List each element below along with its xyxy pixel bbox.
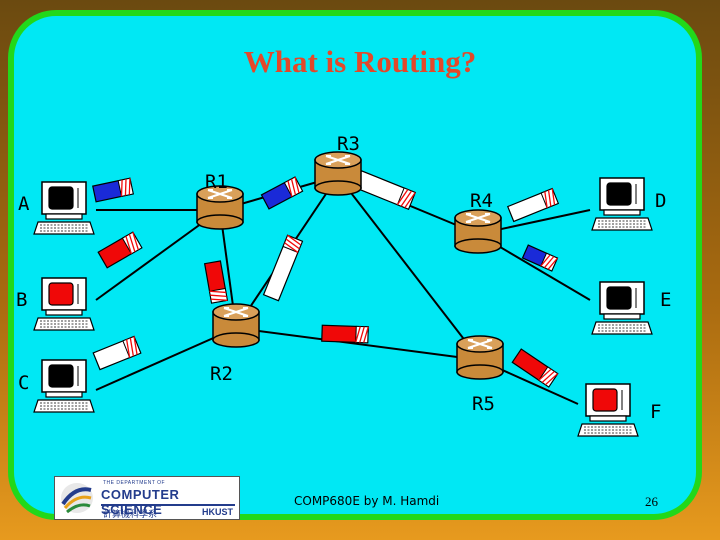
host-label-d: D xyxy=(655,190,666,212)
logo-line3: 計算機科學系 xyxy=(103,509,158,519)
page-number: 26 xyxy=(645,494,658,509)
packet-blue xyxy=(92,177,134,203)
hosts: A B C D E F xyxy=(16,177,671,437)
host-c xyxy=(33,359,95,413)
host-f xyxy=(577,383,639,437)
slide-footer: COMP680E by M. Hamdi xyxy=(294,494,440,508)
host-label-c: C xyxy=(18,372,29,394)
router-label-r4: R4 xyxy=(470,190,493,212)
router-label-r5: R5 xyxy=(472,393,495,415)
slide-title: What is Routing? xyxy=(243,44,477,79)
host-e xyxy=(591,281,653,335)
packet-white xyxy=(506,187,560,223)
router-label-r3: R3 xyxy=(337,133,360,155)
logo-line4: HKUST xyxy=(202,507,233,517)
logo-divider xyxy=(101,504,235,506)
logo-emblem xyxy=(61,483,93,514)
router-r4 xyxy=(454,209,502,254)
host-b xyxy=(33,277,95,331)
host-label-a: A xyxy=(18,193,30,215)
host-a xyxy=(33,181,95,235)
packet-white xyxy=(353,170,417,210)
packet-blue xyxy=(260,176,304,210)
packet-blue xyxy=(521,244,559,272)
router-label-r2: R2 xyxy=(210,363,233,385)
logo-line1: THE DEPARTMENT OF xyxy=(103,480,166,486)
router-r3 xyxy=(314,151,362,196)
host-label-b: B xyxy=(16,289,27,311)
packet-white xyxy=(262,234,304,302)
router-label-r1: R1 xyxy=(205,171,228,193)
packets xyxy=(92,170,560,388)
router-r5 xyxy=(456,335,504,380)
router-r1 xyxy=(196,185,244,230)
department-logo: THE DEPARTMENT OF COMPUTER SCIENCE 計算機科學… xyxy=(54,476,240,520)
host-label-e: E xyxy=(660,289,671,311)
packet-red xyxy=(203,260,229,304)
link-R2-R5 xyxy=(235,327,481,361)
host-d xyxy=(591,177,653,231)
packet-white xyxy=(92,335,142,371)
packet-red xyxy=(97,231,143,269)
packet-red xyxy=(511,348,559,388)
host-label-f: F xyxy=(650,401,661,423)
link-R3-R5 xyxy=(337,175,481,361)
router-r2 xyxy=(212,303,260,348)
packet-red xyxy=(321,324,369,344)
